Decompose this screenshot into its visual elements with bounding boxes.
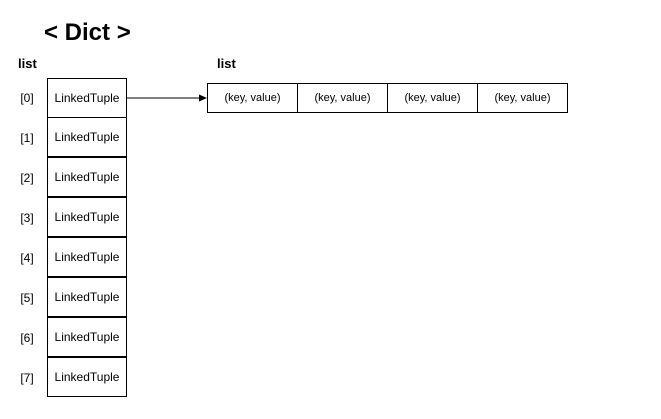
linked-tuple-cell: LinkedTuple	[47, 317, 127, 357]
linked-tuple-cell: LinkedTuple	[47, 197, 127, 237]
index-label: [3]	[20, 211, 34, 225]
linked-tuple-cell: LinkedTuple	[47, 117, 127, 157]
key-value-tuple: (key, value)	[297, 83, 388, 113]
key-value-tuple: (key, value)	[387, 83, 478, 113]
inner-list-label: list	[217, 56, 236, 71]
key-value-tuple: (key, value)	[207, 83, 298, 113]
index-label: [0]	[20, 91, 34, 105]
index-label: [4]	[20, 251, 34, 265]
index-label: [5]	[20, 291, 34, 305]
outer-list-label: list	[18, 56, 37, 71]
linked-tuple-cell: LinkedTuple	[47, 357, 127, 397]
index-label: [7]	[20, 371, 34, 385]
index-label: [2]	[20, 171, 34, 185]
linked-tuple-cell: LinkedTuple	[47, 237, 127, 277]
diagram-title: < Dict >	[44, 19, 131, 46]
index-label: [1]	[20, 131, 34, 145]
index-label: [6]	[20, 331, 34, 345]
linked-tuple-cell: LinkedTuple	[47, 78, 127, 118]
linked-tuple-cell: LinkedTuple	[47, 277, 127, 317]
linked-tuple-cell: LinkedTuple	[47, 157, 127, 197]
key-value-tuple: (key, value)	[477, 83, 568, 113]
